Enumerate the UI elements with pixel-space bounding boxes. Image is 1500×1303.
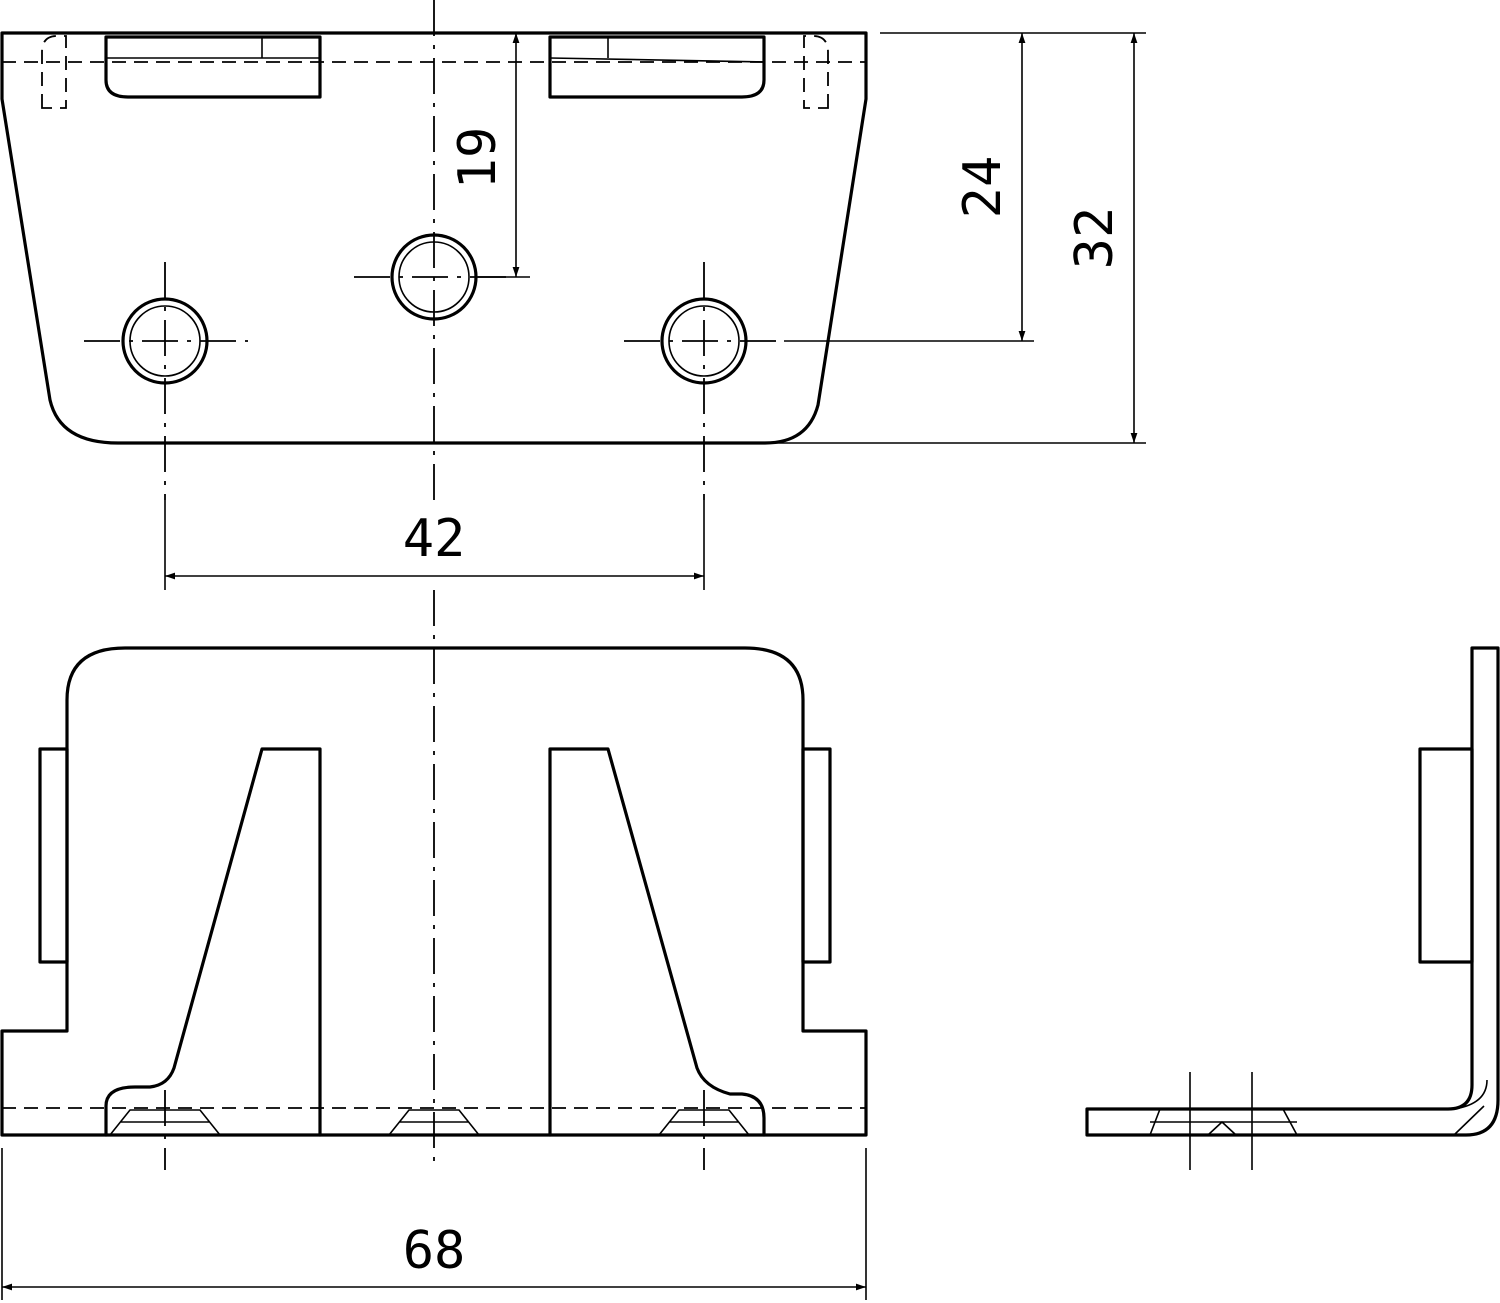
dim-42-label: 42: [403, 509, 466, 569]
top-view: 19 24 32 42: [0, 0, 1146, 590]
right-side-tab: [801, 747, 832, 964]
side-tab: [1418, 747, 1474, 964]
side-view: [1085, 646, 1500, 1170]
side-countersink: [1149, 1108, 1298, 1136]
left-cutout: [104, 747, 322, 1137]
top-view-outline: [0, 31, 868, 445]
left-hidden-tab: [41, 35, 67, 109]
right-hidden-tab: [803, 35, 829, 109]
right-slot-edge: [549, 57, 765, 63]
dim-19-label: 19: [448, 127, 508, 190]
dim-32-label: 32: [1065, 207, 1125, 270]
bend-detail: [1453, 1079, 1488, 1136]
dim-24-label: 24: [953, 156, 1013, 219]
dim-68-label: 68: [403, 1221, 466, 1281]
front-view-outline: [0, 646, 868, 1137]
right-slot: [548, 35, 766, 99]
side-view-bracket: [1085, 646, 1500, 1137]
right-cutout: [548, 747, 766, 1137]
front-view: 68: [0, 590, 868, 1300]
left-side-tab: [38, 747, 69, 964]
left-slot: [104, 35, 322, 99]
